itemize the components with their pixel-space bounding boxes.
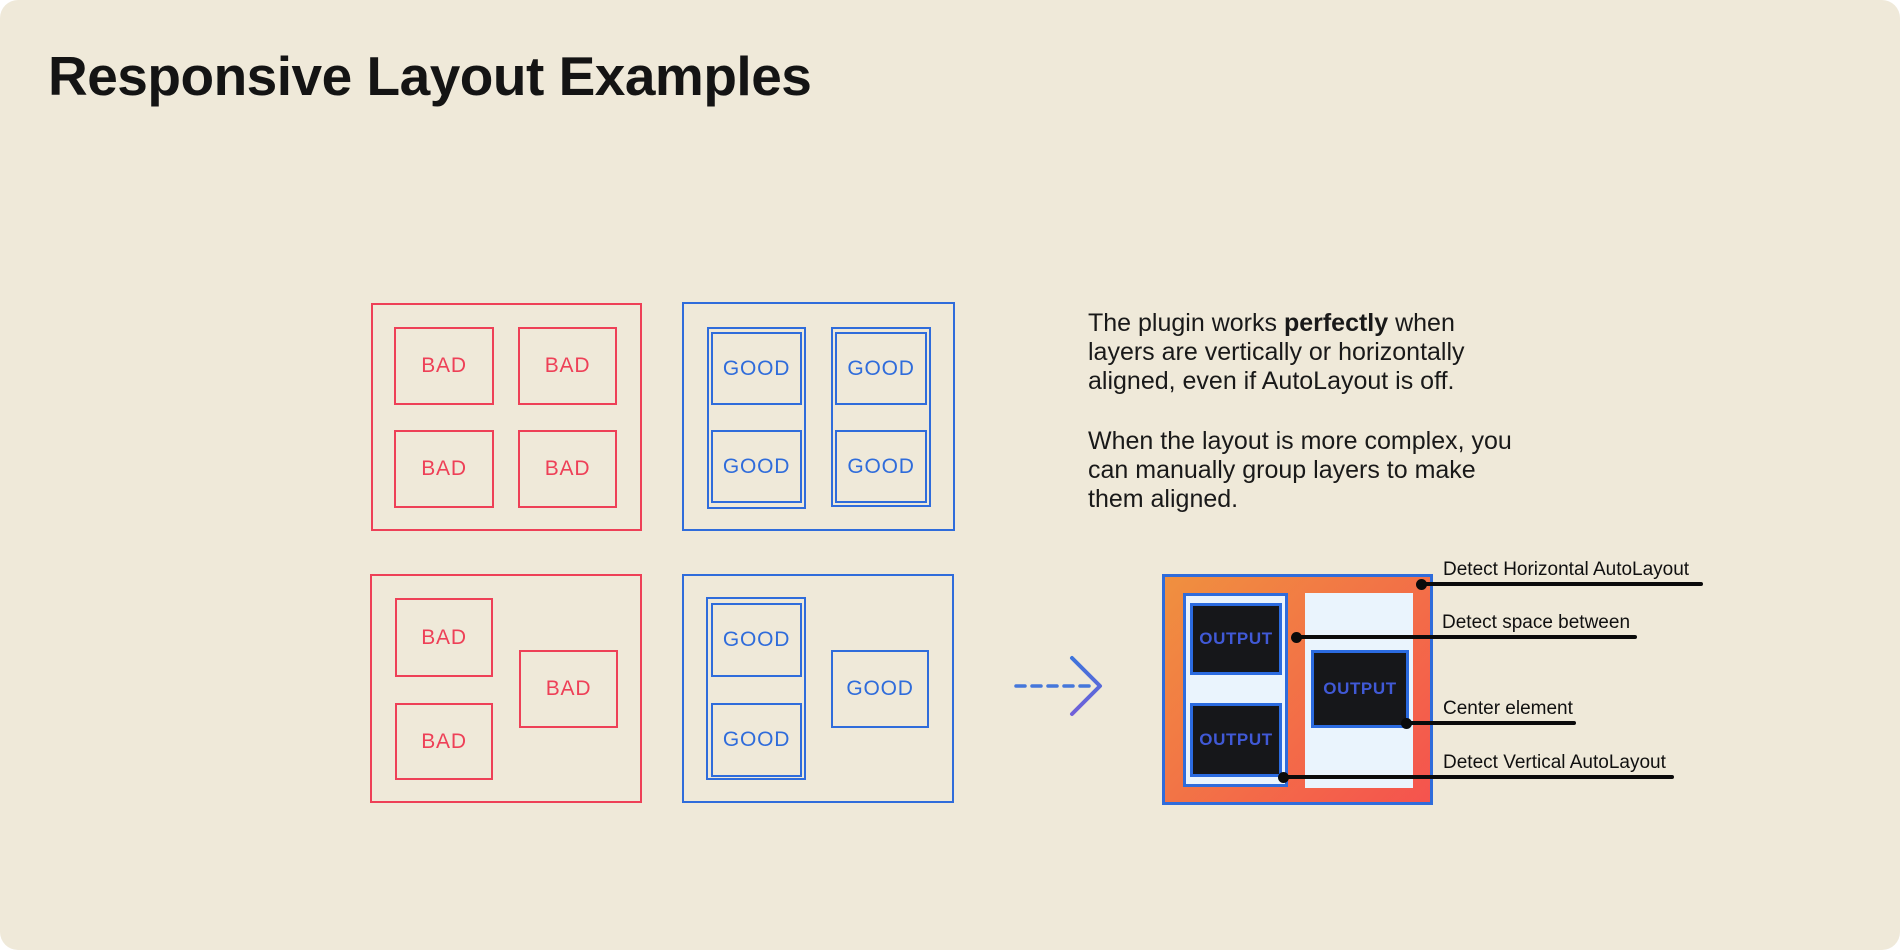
annotation-line (1421, 582, 1703, 586)
good-label: GOOD (847, 356, 915, 380)
bad-label: BAD (544, 457, 591, 480)
bad-label: BAD (544, 354, 591, 377)
description-text-run: when layers are vertically or horizontal… (1088, 309, 1465, 395)
good-box: GOOD (835, 332, 927, 405)
output-panel: OUTPUT OUTPUT OUTPUT (1162, 574, 1433, 805)
description-paragraph-2: When the layout is more complex, you can… (1088, 427, 1512, 513)
good-box: GOOD (711, 703, 802, 777)
annotation-dot (1277, 771, 1289, 783)
bad-label: BAD (421, 354, 467, 377)
bad-grid-panel: BAD BAD BAD BAD (371, 303, 642, 531)
bad-irregular-panel: BAD BAD BAD (370, 574, 642, 803)
annotation-line (1296, 635, 1637, 639)
good-label: GOOD (722, 454, 791, 478)
annotation-label: Detect space between (1442, 612, 1631, 633)
output-box: OUTPUT (1190, 603, 1282, 675)
good-box: GOOD (711, 332, 802, 405)
annotation-label: Center element (1443, 698, 1573, 719)
good-box: GOOD (711, 430, 802, 503)
annotation-label: Detect Vertical AutoLayout (1443, 752, 1666, 773)
bad-label: BAD (545, 677, 592, 700)
bad-box: BAD (519, 650, 618, 728)
output-left-column: OUTPUT OUTPUT (1183, 593, 1288, 787)
bad-box: BAD (395, 598, 493, 677)
annotation-label: Detect Horizontal AutoLayout (1443, 559, 1690, 580)
description-bold-word: perfectly (1283, 309, 1389, 337)
good-group: GOOD GOOD (707, 327, 806, 509)
dashed-arrow-right-icon (1014, 656, 1102, 716)
bad-box: BAD (394, 327, 494, 405)
output-label: OUTPUT (1199, 730, 1273, 749)
good-group: GOOD GOOD (831, 327, 931, 507)
good-label: GOOD (722, 628, 791, 651)
good-box: GOOD (831, 650, 929, 728)
good-label: GOOD (847, 454, 915, 478)
annotation-line (1406, 721, 1576, 725)
page-title: Responsive Layout Examples (48, 45, 812, 107)
good-label: GOOD (846, 677, 914, 700)
description-text: The plugin works perfectly when layers a… (1088, 309, 1578, 514)
bad-label: BAD (421, 457, 467, 480)
good-group: GOOD GOOD (706, 597, 806, 780)
annotation-dot (1400, 717, 1412, 729)
good-irregular-panel: GOOD GOOD GOOD (682, 574, 954, 803)
description-text-run: The plugin works (1088, 309, 1284, 337)
good-label: GOOD (722, 728, 791, 751)
bad-box: BAD (518, 430, 617, 508)
good-box: GOOD (711, 603, 802, 677)
annotation-dot (1415, 578, 1427, 590)
output-box: OUTPUT (1311, 650, 1409, 728)
bad-box: BAD (394, 430, 494, 508)
bad-label: BAD (421, 729, 467, 753)
output-right-column: OUTPUT (1305, 593, 1413, 788)
bad-box: BAD (395, 703, 493, 780)
good-box: GOOD (835, 430, 927, 503)
output-box: OUTPUT (1190, 703, 1282, 777)
annotation-dot (1290, 631, 1302, 643)
output-label: OUTPUT (1199, 629, 1273, 648)
description-paragraph-1: The plugin works perfectly when layers a… (1088, 309, 1578, 396)
annotation-line (1283, 775, 1674, 779)
output-label: OUTPUT (1323, 679, 1397, 698)
bad-box: BAD (518, 327, 617, 405)
good-label: GOOD (722, 356, 791, 380)
good-grid-panel: GOOD GOOD GOOD GOOD (682, 302, 955, 531)
bad-label: BAD (421, 625, 467, 649)
